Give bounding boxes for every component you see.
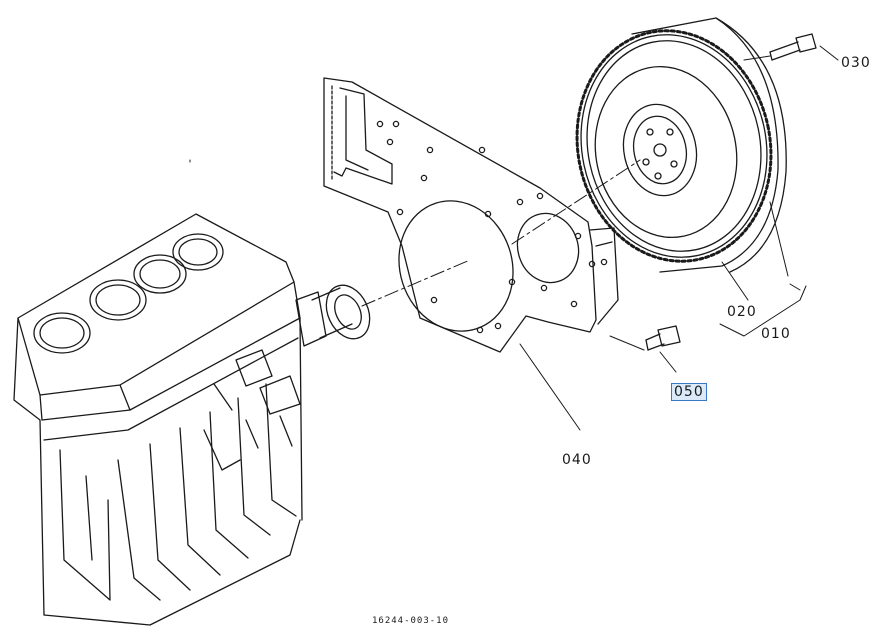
drawing-code: 16244-003-10 [372, 616, 450, 626]
bolt-030 [769, 33, 817, 61]
part-callout-040[interactable]: 040 [562, 452, 592, 468]
part-callout-020[interactable]: 020 [727, 304, 757, 320]
housing-plate-040 [323, 77, 619, 353]
leader-lines [189, 45, 839, 431]
engine-block [13, 213, 371, 626]
part-callout-030[interactable]: 030 [841, 55, 871, 71]
flywheel-020 [575, 17, 787, 273]
bolt-050 [645, 325, 681, 351]
part-callout-010[interactable]: 010 [761, 326, 791, 342]
part-callout-050[interactable]: 050 [671, 383, 707, 401]
